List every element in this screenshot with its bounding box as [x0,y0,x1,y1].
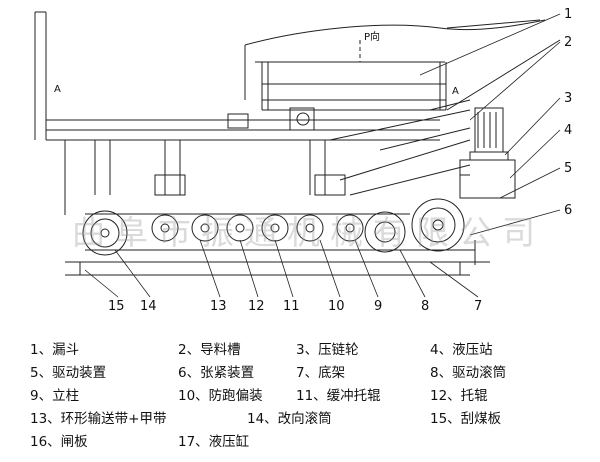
legend-item-12: 12、托辊 [430,388,488,404]
legend-item-8: 8、驱动滚筒 [430,365,507,381]
callout-1: 1 [564,7,572,22]
legend-item-17: 17、液压缸 [178,434,250,450]
callout-4: 4 [564,123,572,138]
legend-item-10: 10、防跑偏装 [178,388,263,404]
callout-13: 13 [210,299,227,314]
callout-11: 11 [283,299,300,314]
callout-7: 7 [474,299,482,314]
callout-9: 9 [374,299,382,314]
callout-12: 12 [248,299,265,314]
callout-8: 8 [421,299,429,314]
guide-trough [46,99,471,196]
legend-item-9: 9、立柱 [30,388,80,404]
legend-item-15: 15、刮煤板 [430,411,502,427]
legend-item-14: 14、改向滚筒 [247,411,332,427]
callout-15: 15 [108,299,125,314]
hydraulic-station [459,107,516,199]
legend-item-1: 1、漏斗 [30,342,80,358]
conveyor-belt [85,213,440,251]
callout-2: 2 [564,35,572,50]
callout-10: 10 [328,299,345,314]
drive-pulley [364,198,465,253]
legend-item-16: 16、闸板 [30,434,88,450]
idler-rollers [151,214,364,242]
callout-14: 14 [140,299,157,314]
legend-item-13: 13、环形输送带+甲带 [30,411,167,427]
side-frame [64,140,346,215]
legend-item-2: 2、导料槽 [178,342,241,358]
callout-6: 6 [564,203,572,218]
callout-3: 3 [564,91,572,106]
parts-legend: 1、漏斗 2、导料槽 3、压链轮 4、液压站 5、驱动装置 6、张紧装置 7、底… [0,328,600,462]
legend-item-4: 4、液压站 [430,342,493,358]
legend-item-5: 5、驱动装置 [30,365,107,381]
callout-5: 5 [564,161,572,176]
legend-item-6: 6、张紧装置 [178,365,255,381]
base-frame [65,240,490,276]
legend-item-11: 11、缓冲托辊 [296,388,381,404]
load-direction-label: P向 [364,30,380,43]
drive-assembly [227,107,315,131]
legend-item-3: 3、压链轮 [296,342,359,358]
feeder-drawing: A A P向 1 2 3 4 5 6 7 8 9 10 11 12 13 14 … [34,7,572,314]
section-a-label-right: A [452,86,459,97]
bend-pulley [82,210,128,256]
section-a-label-left: A [54,84,61,95]
left-hopper-wall [34,11,80,141]
hopper [244,19,561,111]
leader-lines [84,13,561,298]
legend-item-7: 7、底架 [296,365,346,381]
